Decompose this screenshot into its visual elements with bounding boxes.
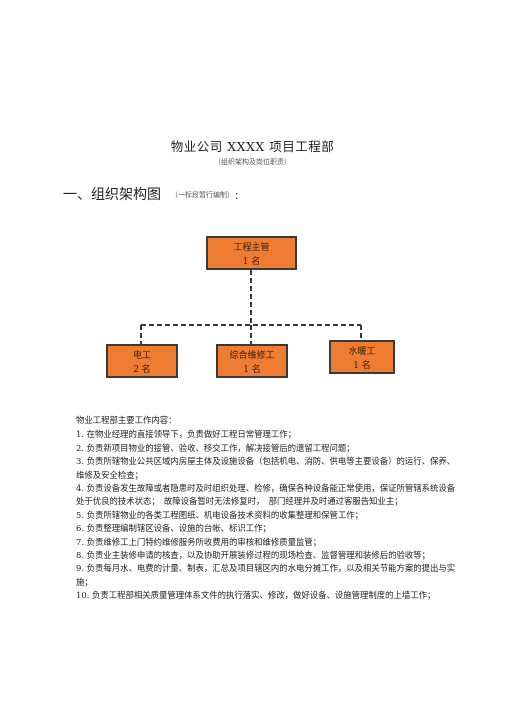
section-heading-note: （一标段暂行编制） [171,191,231,199]
org-box-maintenance-count: 1 名 [243,365,261,375]
section-heading-colon: ： [234,192,244,202]
org-box-maintenance-title: 综合维修工 [229,351,275,361]
section-heading: 一、组织架构图 （一标段暂行编制）： [63,184,244,204]
duty-item: 10. 负责工程部相关质量管理体系文件的执行落实、修改，做好设备、设施管理制度的… [76,590,436,601]
org-box-plumber: 水暖工 1 名 [329,340,395,374]
org-box-electrician-title: 电工 [132,351,151,361]
duty-item: 7. 负责维修工上门特约维修服务所收费用的审核和维修质量监管； [76,536,322,547]
duty-item: 2. 负责新项目物业的接管、验收、移交工作，解决接管后的遗留工程问题； [76,442,355,453]
org-box-supervisor-title: 工程主管 [233,243,270,253]
duty-item: 6. 负责整理编制辖区设备、设施的台帐、标识工作； [76,523,271,534]
org-box-electrician: 电工 2 名 [106,344,178,378]
org-box-plumber-title: 水暖工 [348,347,376,357]
document-title: 物业公司 XXXX 项目工程部 [170,139,335,154]
org-box-electrician-count: 2 名 [133,365,151,375]
section-heading-text: 一、组织架构图 [63,187,161,203]
org-box-supervisor-count: 1 名 [242,257,261,267]
org-box-maintenance: 综合维修工 1 名 [216,344,288,378]
duty-item: 8. 负责业主装修申请的核查，以及协助开展装修过程的现场检查、监督管理和装修后的… [76,550,431,561]
org-box-supervisor: 工程主管 1 名 [206,236,297,270]
org-box-plumber-count: 1 名 [353,361,371,371]
duties-intro: 物业工程部主要工作内容： [76,415,177,425]
duty-item: 5. 负责所辖物业的各类工程图纸、机电设备技术资料的收集整理和保管工作； [76,509,364,520]
duties-list: 1. 在物业经理的直接领导下，负责做好工程日常管理工作； 2. 负责新项目物业的… [76,428,456,602]
duty-item: 1. 在物业经理的直接领导下，负责做好工程日常管理工作； [76,429,297,440]
duty-item: 3. 负责所辖物业公共区域内房屋主体及设施设备（包括机电、消防、供电等主要设备）… [76,456,456,480]
duties-content: 物业工程部主要工作内容： 1. 在物业经理的直接领导下，负责做好工程日常管理工作… [76,414,456,603]
duty-item: 9. 负责每月水、电费的计量、制表，汇总及项目辖区内的水电分摊工作，以及相关节能… [76,563,456,587]
duty-item: 4. 负责设备发生故障或者隐患时及时组织处理、检修，确保各种设备能正常使用，保证… [76,483,456,507]
document-subtitle: （组织架构及岗位职责） [214,158,291,166]
